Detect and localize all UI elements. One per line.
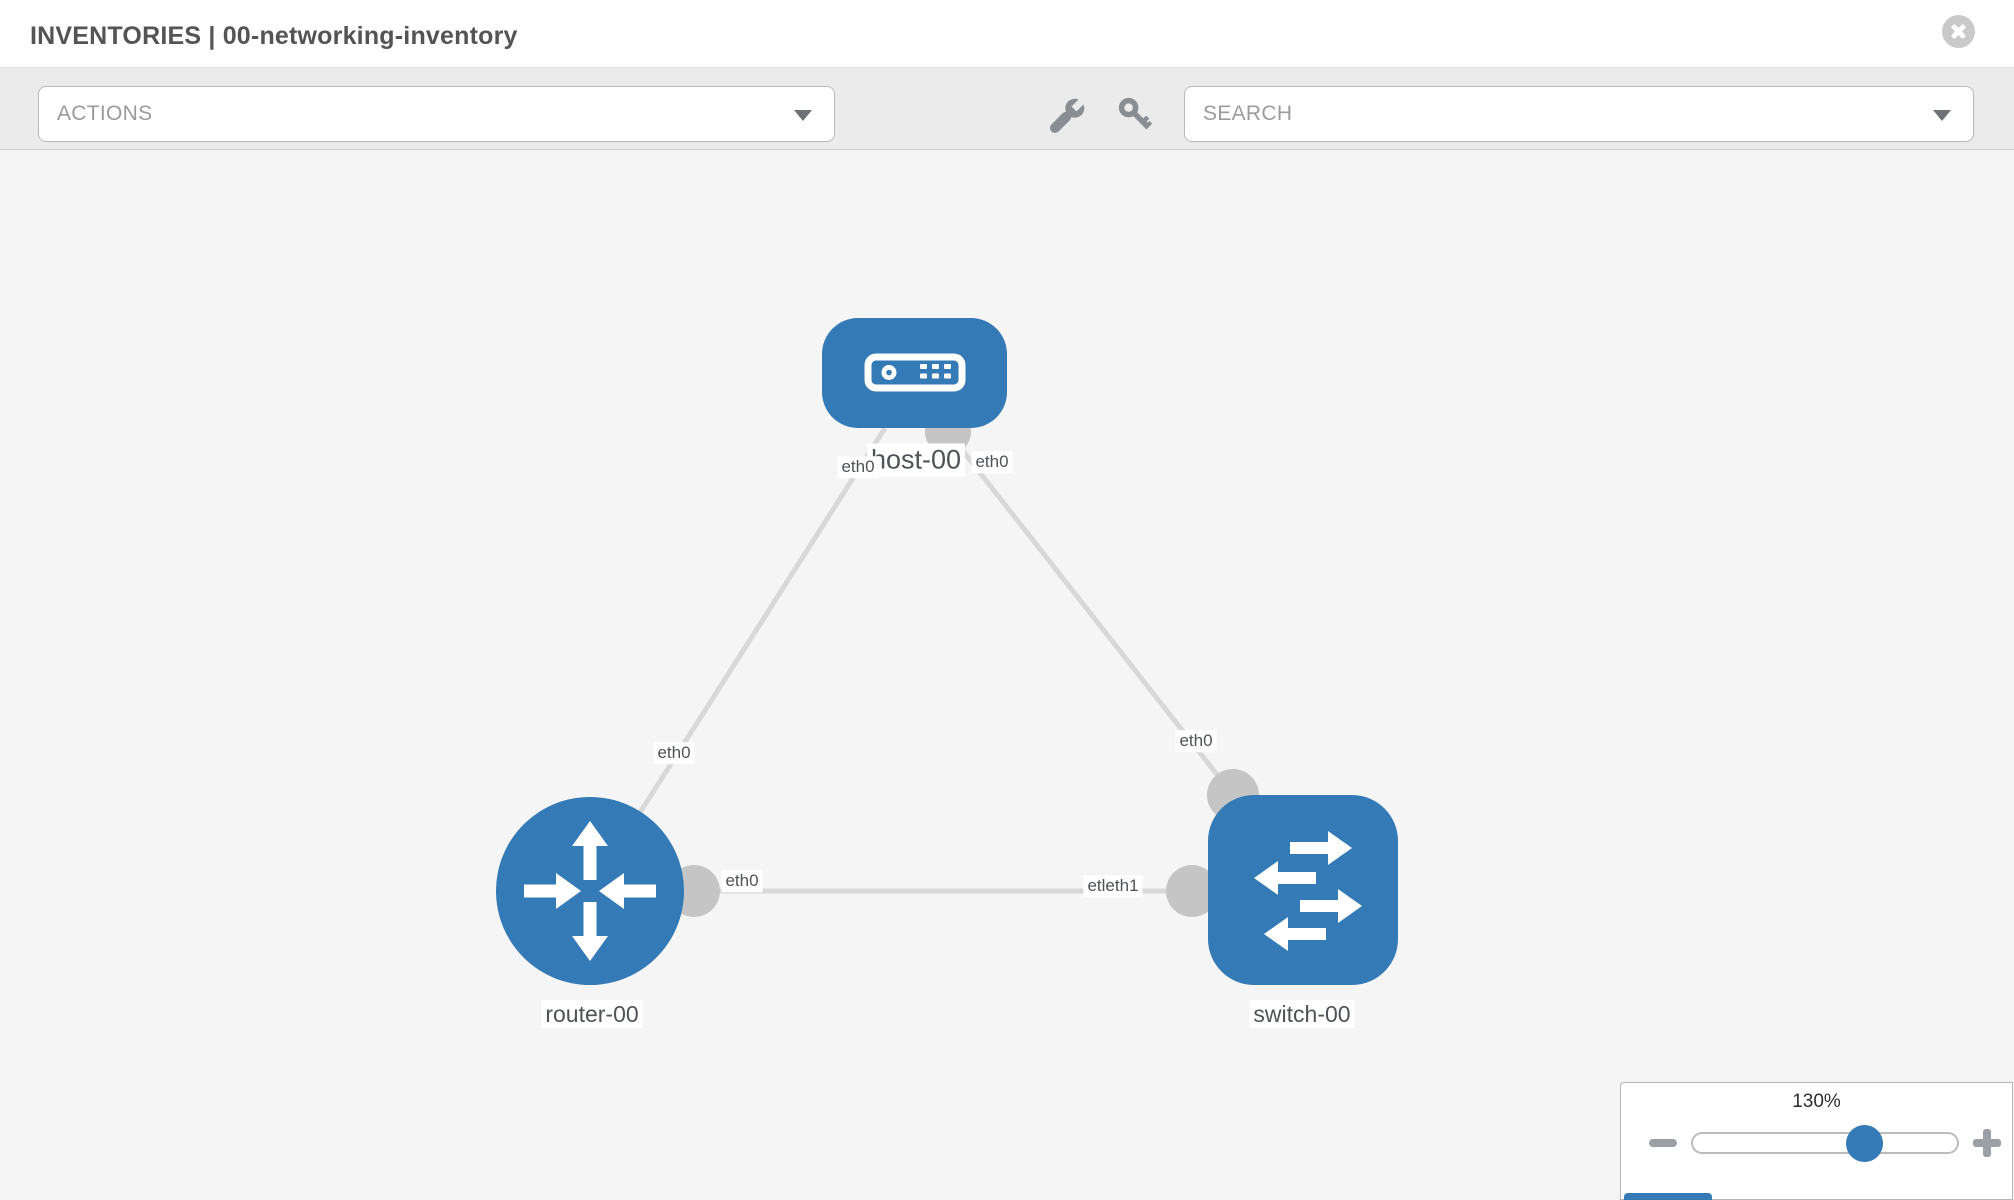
node-host-00[interactable]	[822, 318, 1007, 428]
zoom-slider-track[interactable]	[1691, 1132, 1959, 1154]
link-lines	[587, 426, 1235, 894]
actions-dropdown-label: ACTIONS	[57, 102, 153, 125]
header-bar: INVENTORIES | 00-networking-inventory	[0, 0, 2014, 68]
chevron-down-icon	[794, 110, 812, 121]
plus-icon	[1983, 1129, 1991, 1157]
router-icon	[524, 821, 656, 961]
zoom-slider-thumb[interactable]	[1846, 1125, 1883, 1162]
wrench-icon[interactable]	[1037, 84, 1097, 144]
node-label-switch-00: switch-00	[1249, 999, 1355, 1029]
zoom-control-panel: 130%	[1620, 1082, 2013, 1200]
zoom-out-button[interactable]	[1649, 1135, 1677, 1151]
switch-icon	[1254, 831, 1362, 951]
page-title: INVENTORIES | 00-networking-inventory	[30, 22, 518, 50]
topology-canvas[interactable]: host-00 router-00 switch-00 eth0 eth0 et…	[0, 150, 2014, 1200]
interface-label: eth0	[721, 870, 763, 892]
interface-label: etleth1	[1083, 875, 1143, 897]
search-input-placeholder: SEARCH	[1203, 102, 1293, 125]
zoom-level-value: 130%	[1792, 1091, 1841, 1112]
actions-dropdown[interactable]: ACTIONS	[38, 86, 835, 142]
interface-label: eth0	[971, 451, 1013, 473]
search-dropdown[interactable]: SEARCH	[1184, 86, 1974, 142]
interface-label: eth0	[653, 742, 695, 764]
server-icon	[864, 353, 966, 392]
interface-label: eth0	[837, 456, 879, 478]
node-router-00[interactable]	[496, 797, 684, 985]
minus-icon	[1649, 1139, 1677, 1147]
connector-switch-left	[1166, 865, 1218, 917]
cutoff-blue-bar	[1624, 1193, 1712, 1200]
node-label-host-00: host-00	[866, 443, 966, 477]
toolbar: ACTIONS SEARCH	[0, 68, 2014, 150]
interface-connectors	[668, 409, 1259, 917]
close-button[interactable]	[1942, 15, 1975, 48]
chevron-down-icon	[1933, 110, 1951, 121]
node-label-router-00: router-00	[541, 999, 643, 1029]
key-icon[interactable]	[1106, 85, 1166, 145]
node-switch-00[interactable]	[1208, 795, 1398, 985]
zoom-in-button[interactable]	[1973, 1129, 2001, 1157]
interface-label: eth0	[1175, 730, 1217, 752]
